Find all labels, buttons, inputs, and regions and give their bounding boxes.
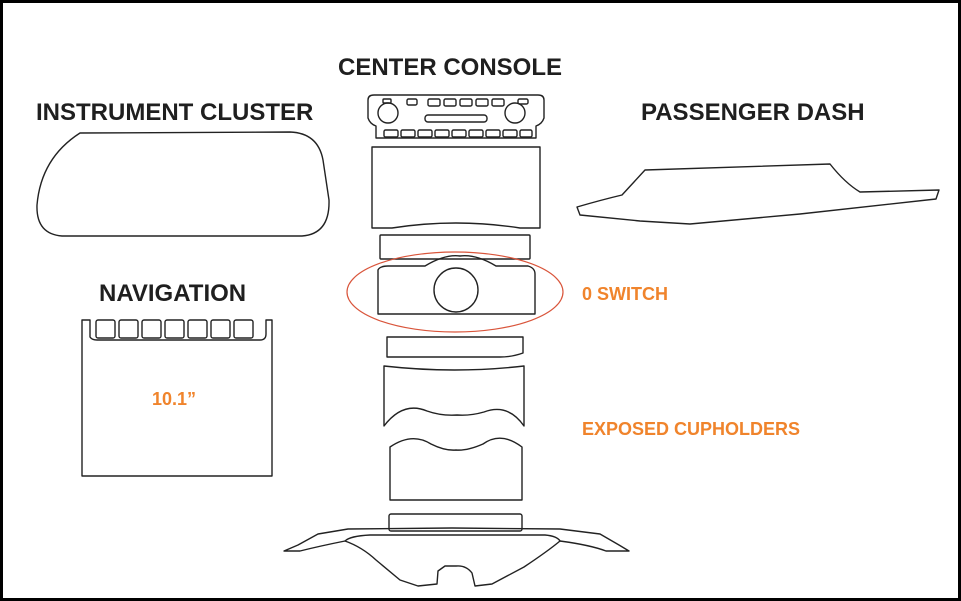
- console-base-inner-lip: [344, 534, 561, 542]
- console-strip-piece: [379, 234, 531, 260]
- center-console-title: CENTER CONSOLE: [338, 54, 563, 81]
- upper-cupholder-piece: [383, 365, 525, 427]
- cupholders-label: EXPOSED CUPHOLDERS: [582, 419, 801, 439]
- switch-highlight-ellipse: [346, 251, 564, 333]
- instrument-cluster-title: INSTRUMENT CLUSTER: [36, 99, 314, 126]
- passenger-dash-piece: [576, 163, 940, 225]
- console-thin-trim-piece: [386, 336, 524, 358]
- instrument-cluster-piece: [36, 131, 330, 237]
- passenger-dash-title: PASSENGER DASH: [641, 99, 865, 126]
- switch-panel-piece: [377, 255, 536, 315]
- radio-panel-piece: [367, 94, 545, 139]
- lower-cupholder-piece: [389, 437, 523, 501]
- console-bottom-strip-piece: [388, 513, 523, 532]
- switch-label: 0 SWITCH: [582, 284, 669, 304]
- console-base-trim-piece: [283, 527, 630, 587]
- console-upper-panel-piece: [371, 146, 541, 229]
- navigation-size-label: 10.1”: [152, 389, 197, 409]
- navigation-title: NAVIGATION: [99, 280, 247, 307]
- navigation-piece: [81, 319, 273, 477]
